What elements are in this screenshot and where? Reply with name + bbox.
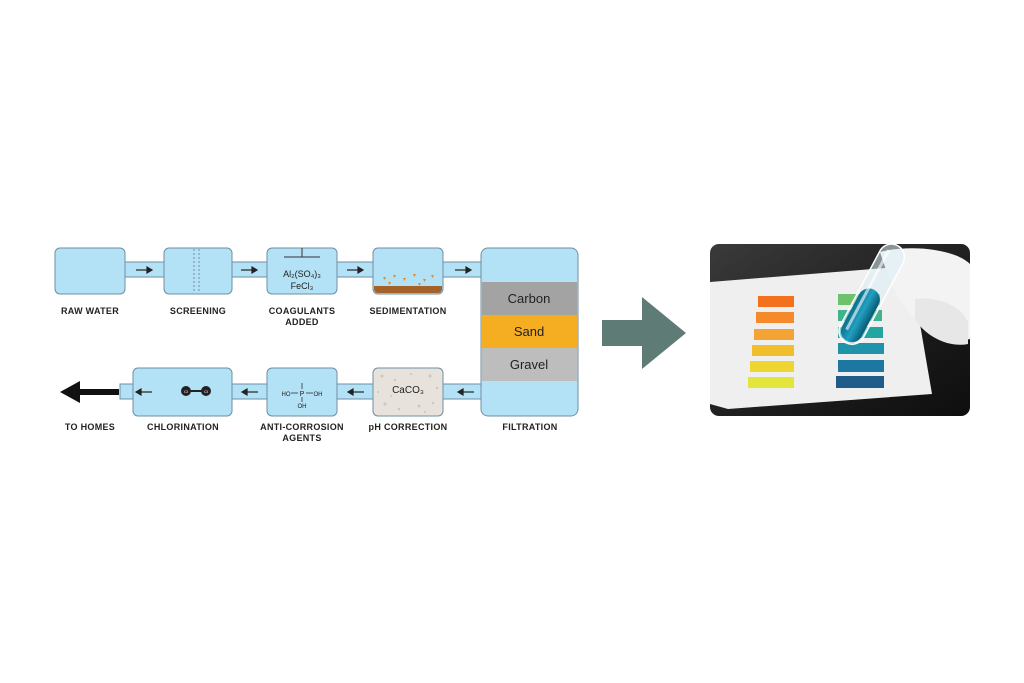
flow-arrows-top [136, 265, 473, 275]
transition-arrow-icon [602, 297, 686, 369]
sediment-particles [383, 274, 434, 286]
carbon-layer [482, 282, 577, 315]
chlorine-right: Cl [204, 389, 208, 394]
screening-tank [163, 247, 233, 295]
ph-test-photo [710, 244, 970, 416]
phosphate-molecule-icon: P HO OH OH [282, 383, 323, 410]
coagulant-formula-2: FeCl₃ [291, 281, 314, 291]
caco3-formula: CaCO₃ [392, 385, 424, 396]
ph-correction-label: pH CORRECTION [368, 422, 448, 432]
test-tube-icon [838, 244, 906, 345]
gravel-label: Gravel [510, 357, 548, 372]
chlorine-left: Cl [184, 389, 188, 394]
carbon-label: Carbon [508, 291, 551, 306]
screen-mesh [193, 249, 200, 293]
coagulant-formula-1: Al₂(SO₄)₃ [283, 269, 321, 279]
chlorine-molecule-icon: Cl Cl [181, 386, 211, 396]
mixer-icon [284, 248, 320, 258]
anti-corrosion-tank [266, 367, 338, 417]
to-homes-label: TO HOMES [64, 422, 116, 432]
chlorination-label: CHLORINATION [147, 422, 219, 432]
anti-corrosion-label: ANTI-CORROSION AGENTS [260, 422, 344, 443]
sedimentation-label: SEDIMENTATION [369, 306, 447, 316]
sand-label: Sand [514, 324, 544, 339]
screening-label: SCREENING [169, 306, 227, 316]
raw-water-label: RAW WATER [60, 306, 120, 316]
to-homes-arrow-icon [60, 381, 119, 403]
phosphate-oh: OH [314, 392, 323, 398]
phosphate-ho: HO [282, 392, 291, 398]
powder-texture [376, 372, 439, 414]
phosphate-p: P [300, 391, 305, 398]
gravel-layer [482, 348, 577, 381]
sediment-layer [374, 286, 442, 293]
sand-layer [482, 315, 577, 348]
ph-correction-tank [372, 367, 444, 417]
phosphate-oh-bottom: OH [298, 404, 307, 410]
flow-arrows-bottom [134, 387, 474, 397]
coagulants-label: COAGULANTS ADDED [268, 306, 336, 327]
raw-water-tank [54, 247, 126, 295]
ph-test-illustration [710, 244, 970, 416]
color-chart-left [748, 296, 794, 388]
filtration-label: FILTRATION [502, 422, 558, 432]
